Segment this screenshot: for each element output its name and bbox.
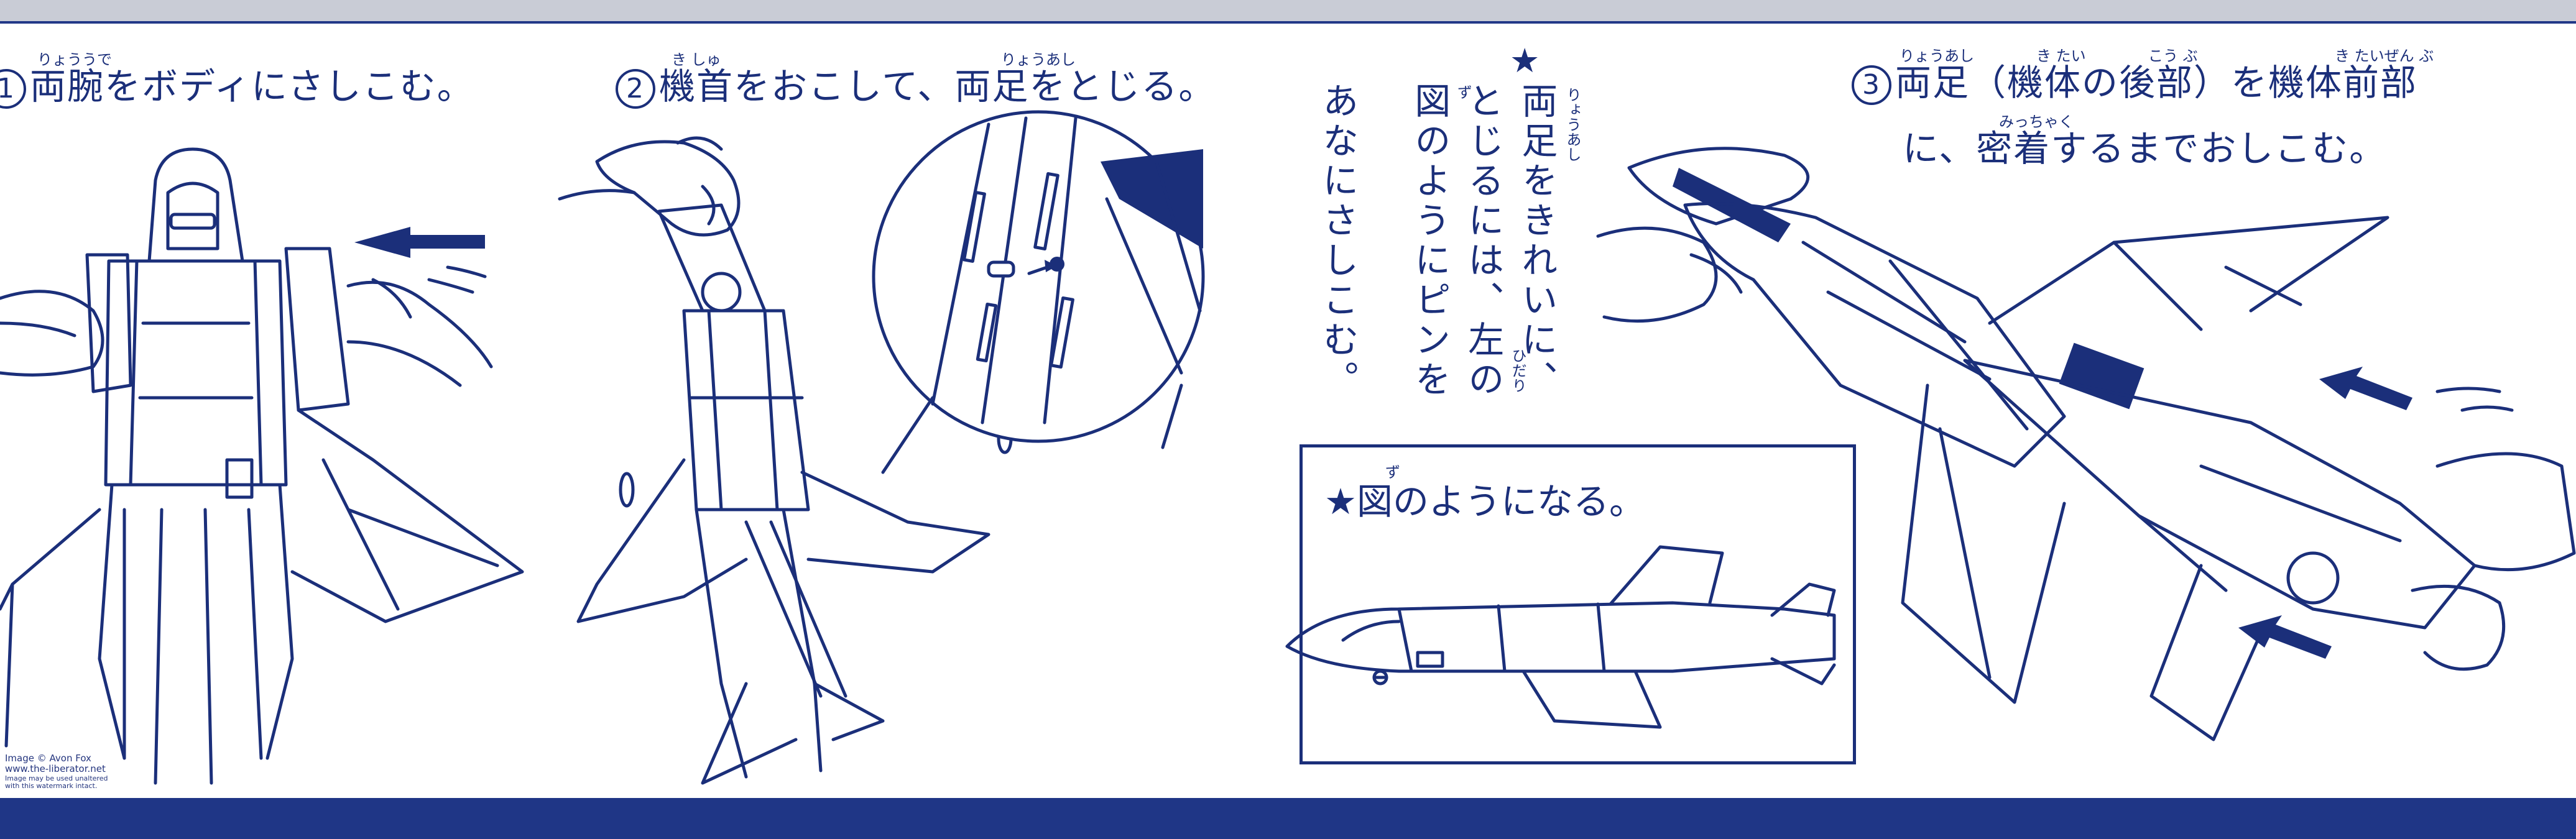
step3-pressing-illustration: [1596, 147, 2576, 741]
top-rule: [0, 21, 2576, 24]
credit-line-4: with this watermark intact.: [5, 782, 98, 791]
step2-ruby-2: りょうあし: [1001, 51, 1076, 68]
note-ruby-legs: りょうあし: [1564, 87, 1581, 162]
note-column-3: 図のようにピンを: [1408, 82, 1451, 400]
step1-number: 1: [0, 68, 26, 109]
note-column-1: 両足をきれいに、: [1515, 82, 1558, 400]
credit-line-1: Image © Avon Fox: [5, 753, 91, 764]
step1-text: 両腕をボディにさしこむ。: [30, 65, 474, 108]
step1-ruby: りょううで: [37, 51, 112, 68]
step3-instruction-line2: に、密着するまでおしこむ。: [1903, 127, 2387, 170]
note-ruby-left: ひだり: [1509, 348, 1526, 393]
step2-ruby-1: き しゅ: [672, 51, 721, 68]
result-text: 図のようになる。: [1357, 480, 1646, 523]
result-ruby: ず: [1385, 464, 1400, 481]
step3-ruby-c: こう ぶ: [2148, 47, 2198, 65]
step2-number: 2: [616, 68, 655, 109]
step3-ruby-b: き たい: [2036, 47, 2086, 65]
step3-text-line1: 両足（機体の後部）を機体前部: [1895, 62, 2418, 104]
result-star: ★: [1324, 480, 1357, 523]
note-column-4: あなにさしこむ。: [1316, 82, 1359, 400]
step1-robot-illustration: [0, 147, 524, 785]
note-column-2: とじるには、左の: [1462, 82, 1505, 400]
result-caption: ★図のようになる。: [1324, 472, 1645, 525]
step3-ruby-a: りょうあし: [1900, 47, 1974, 65]
credit-line-2: www.the-liberator.net: [5, 763, 106, 775]
note-ruby-zu: ず: [1454, 85, 1472, 99]
credit-line-3: Image may be used unaltered: [5, 774, 108, 782]
note-star: ★: [1510, 41, 1540, 80]
result-jet-illustration: [1285, 545, 1836, 729]
step2-text: 機首をおこして、両足をとじる。: [659, 65, 1216, 108]
image-credit: Image © Avon Fox www.the-liberator.net I…: [5, 753, 108, 791]
step2-folding-illustration: [558, 110, 1205, 785]
bottom-band: [0, 798, 2576, 839]
top-border: [0, 0, 2576, 24]
step3-ruby-e: みっちゃく: [1999, 113, 2074, 131]
step3-number: 3: [1852, 65, 1891, 105]
instruction-sheet: [0, 24, 2576, 798]
step3-ruby-d: き たいぜん ぶ: [2335, 47, 2434, 65]
